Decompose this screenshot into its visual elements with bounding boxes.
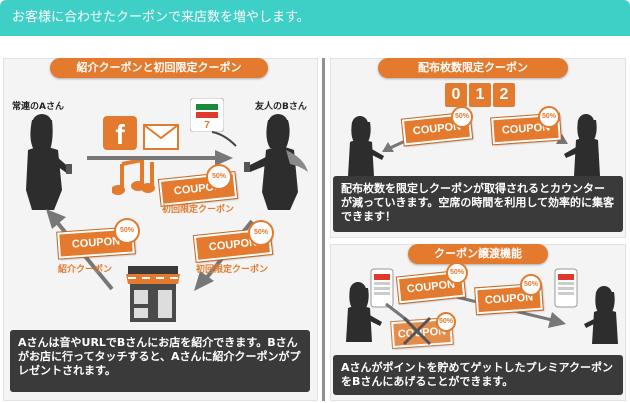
referral-tab: 紹介クーポンと初回限定クーポン <box>50 58 268 78</box>
referral-description: Aさんは音やURLでBさんにお店を紹介できます。Bさんがお店に行ってタッチすると… <box>10 330 310 392</box>
limited-badge-right: 50% <box>538 106 560 128</box>
transfer-tab: クーポン譲渡機能 <box>408 244 548 264</box>
limited-description: 配布枚数を限定しクーポンが取得されるとカウンターが減っていきます。空席の時間を利… <box>333 176 623 232</box>
limited-badge-left: 50% <box>451 106 473 128</box>
limited-person-left-icon <box>348 116 384 176</box>
header-banner: お客様に合わせたクーポンで来店数を増やします。 <box>0 0 630 36</box>
facebook-icon: f <box>103 116 137 150</box>
panel-divider <box>322 58 325 401</box>
header-title: お客様に合わせたクーポンで来店数を増やします。 <box>12 10 310 25</box>
person-a-icon <box>26 114 72 210</box>
shop-icon <box>126 266 180 322</box>
transfer-description: Aさんがポイントを貯めてゲットしたプレミアクーポンをBさんにあげることができます… <box>333 355 623 395</box>
first-visit-badge: 50% <box>206 164 232 190</box>
transferred-badge: 50% <box>436 312 456 332</box>
transfer-person-b-icon <box>584 286 618 344</box>
transfer-badge-b: 50% <box>520 274 542 296</box>
first-visit-label: 初回限定クーポン <box>162 205 235 215</box>
limited-person-right-icon <box>564 114 600 176</box>
person-b-label: 友人のBさん <box>255 102 307 112</box>
phone-b-icon <box>554 268 578 308</box>
transfer-badge-a: 50% <box>446 262 468 284</box>
referral-badge: 50% <box>114 218 140 244</box>
phone-a-icon <box>370 268 394 308</box>
music-note-icon <box>112 157 155 195</box>
person-a-label: 常連のAさん <box>12 102 64 112</box>
referral-label: 紹介クーポン <box>58 265 113 275</box>
counter-digit-1: 0 <box>445 83 467 107</box>
mail-icon <box>143 124 179 150</box>
cross-out-icon <box>402 316 432 346</box>
svg-text:7: 7 <box>204 120 210 131</box>
svg-text:f: f <box>115 119 125 150</box>
shop-logo-icon: 7 <box>190 98 224 132</box>
counter-digit-3: 2 <box>493 83 515 107</box>
person-b-icon <box>244 114 308 210</box>
second-first-visit-badge: 50% <box>248 220 274 246</box>
transfer-person-a-icon <box>346 282 382 342</box>
share-arrow <box>87 150 233 166</box>
second-first-visit-label: 初回限定クーポン <box>196 265 269 275</box>
limited-tab: 配布枚数限定クーポン <box>378 58 568 78</box>
logo-arrow-icon <box>211 131 237 147</box>
counter-digit-2: 1 <box>469 83 491 107</box>
